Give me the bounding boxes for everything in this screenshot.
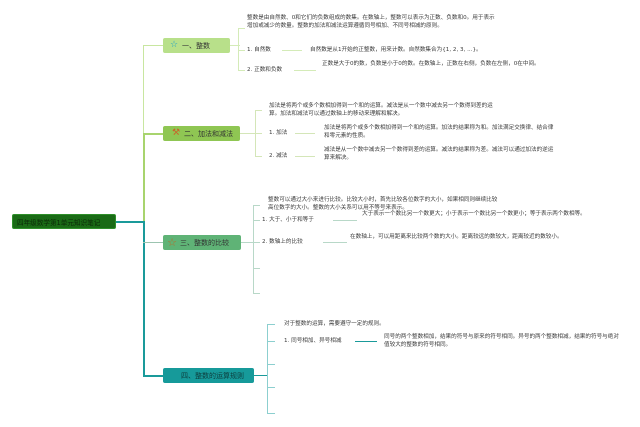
b3-t2 <box>253 242 260 243</box>
branch-intro: 加法是将两个或多个数相加得到一个和的运算。减法是从一个数中减去另一个数得到差的运… <box>269 103 493 117</box>
root-connector <box>116 221 144 223</box>
b3-t3 <box>253 268 260 269</box>
sub-item-detail: 在数轴上，可以用距离来比较两个数的大小。距离较远的数较大，距离较近的数较小。 <box>350 234 563 240</box>
b2-connector <box>240 133 256 134</box>
b3-t4 <box>253 293 260 294</box>
b4-t4 <box>267 413 275 414</box>
trunk-upper <box>143 134 145 222</box>
branch-node-compare[interactable]: ☆ 三、整数的比较 <box>163 235 241 250</box>
b2-t1 <box>255 133 262 134</box>
branch4-stub <box>143 375 163 377</box>
b4-t1 <box>267 341 275 342</box>
b4-i1-link <box>355 341 377 342</box>
b4-t3 <box>267 387 275 388</box>
sub-item-label[interactable]: 2. 减法 <box>269 153 288 159</box>
sub-item-detail: 减法是从一个数中减去另一个数得到差的运算。减法的结果称为差。减法可以通过加法的逆… <box>324 147 554 161</box>
branch-label: 三、整数的比较 <box>180 238 229 247</box>
b3-i2-link <box>323 242 347 243</box>
b4-connector <box>254 375 268 376</box>
b1-i2-link <box>294 70 316 71</box>
sub-item-detail: 自然数是从1开始的正整数，用来计数。自然数集合为{1, 2, 3, ...}。 <box>310 47 482 53</box>
b1-connector <box>230 45 240 46</box>
sub-item-detail: 同号的两个整数相加，结果的符号与原来的符号相同。异号的两个整数相减，结果的符号与… <box>384 334 619 348</box>
b4-vert <box>267 324 268 414</box>
branch-intro: 整数是由自然数、0和它们的负数组成的数集。在数轴上，整数可以表示为正数、负数和0… <box>247 15 495 29</box>
b3-i1-link <box>333 220 357 221</box>
branch-label: 四、整数的运算规则 <box>181 371 244 380</box>
branch3-stub <box>143 242 163 243</box>
sub-item-detail: 正数是大于0的数，负数是小于0的数。在数轴上，正数在右侧，负数在左侧，0在中间。 <box>322 61 540 67</box>
branch1-stub <box>143 45 163 46</box>
tools-icon: ⚒ <box>171 128 181 138</box>
b3-t0 <box>253 205 260 206</box>
b1-i1-link <box>282 50 302 51</box>
b1-t0 <box>238 28 245 29</box>
sub-item-label[interactable]: 1. 同号相加、异号相减 <box>284 338 342 344</box>
branch-label: 一、整数 <box>182 41 210 50</box>
b2-i1-link <box>295 133 315 134</box>
star-outline-icon: ☆ <box>169 40 179 50</box>
b2-t0 <box>255 110 262 111</box>
b1-t2 <box>238 70 245 71</box>
star-outline-icon: ☆ <box>167 236 177 249</box>
branch-intro: 对于整数的运算，需要遵守一定的规则。 <box>284 321 385 327</box>
branch-label: 二、加法和减法 <box>184 129 233 138</box>
sub-item-label[interactable]: 1. 大于、小于和等于 <box>262 217 314 223</box>
branch-intro: 整数可以通过大小来进行比较。比较大小时，首先比较各位数字的大小，如果相同则继续比… <box>268 197 498 211</box>
trunk-lower <box>143 221 145 376</box>
b3-vert <box>253 205 254 294</box>
sub-item-label[interactable]: 2. 正数和负数 <box>247 67 283 73</box>
sub-item-detail: 大于表示一个数比另一个数更大；小于表示一个数比另一个数更小；等于表示两个数相等。 <box>362 211 586 217</box>
sub-item-label[interactable]: 1. 加法 <box>269 130 288 136</box>
b3-t1 <box>253 220 260 221</box>
sub-item-detail: 加法是将两个或多个数相加得到一个和的运算。加法的结果称为和。加法满足交换律、结合… <box>324 125 554 139</box>
branch2-stub <box>143 133 163 135</box>
sub-item-label[interactable]: 2. 数轴上的比较 <box>262 239 303 245</box>
root-label: 四年级数学第1单元知识笔记 <box>17 218 101 227</box>
b3-connector <box>241 242 255 243</box>
b1-vert <box>238 28 239 70</box>
branch-node-integers[interactable]: ☆ 一、整数 <box>163 38 230 53</box>
sub-item-label[interactable]: 1. 自然数 <box>247 47 271 53</box>
b1-t1 <box>238 50 245 51</box>
branch-node-add-sub[interactable]: ⚒ 二、加法和减法 <box>163 126 240 141</box>
branch-node-rules[interactable]: 四、整数的运算规则 <box>163 368 254 383</box>
b2-t2 <box>255 156 262 157</box>
b2-i2-link <box>295 156 315 157</box>
trunk-upper-light <box>143 45 144 135</box>
root-node[interactable]: 四年级数学第1单元知识笔记 <box>12 214 116 229</box>
b4-t0 <box>267 324 275 325</box>
b4-t2 <box>267 364 275 365</box>
